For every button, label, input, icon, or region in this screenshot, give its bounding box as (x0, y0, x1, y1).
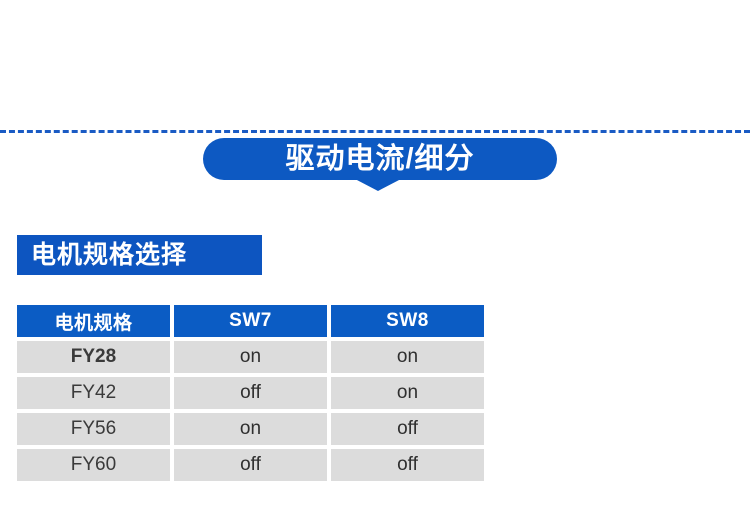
subheading-banner: 电机规格选择 (17, 235, 262, 275)
column-header-sw8: SW8 (331, 305, 484, 337)
motor-spec-table: 电机规格 SW7 SW8 FY28 on on FY42 off on FY56… (13, 301, 488, 485)
table-row: FY42 off on (17, 377, 484, 409)
section-badge-pill: 驱动电流/细分 (203, 138, 557, 180)
table-row: FY60 off off (17, 449, 484, 481)
cell-sw8: on (331, 341, 484, 373)
cell-sw8: off (331, 449, 484, 481)
cell-sw7: on (174, 341, 327, 373)
table-header-row: 电机规格 SW7 SW8 (17, 305, 484, 337)
table-body: FY28 on on FY42 off on FY56 on off FY60 … (17, 341, 484, 481)
cell-sw7: off (174, 449, 327, 481)
cell-sw8: on (331, 377, 484, 409)
triangle-down-icon (355, 179, 401, 191)
cell-model: FY42 (17, 377, 170, 409)
subheading-title: 电机规格选择 (31, 240, 188, 269)
cell-model: FY28 (17, 341, 170, 373)
cell-model: FY60 (17, 449, 170, 481)
cell-sw8: off (331, 413, 484, 445)
column-header-sw7: SW7 (174, 305, 327, 337)
section-badge: 驱动电流/细分 (203, 138, 557, 191)
cell-model: FY56 (17, 413, 170, 445)
cell-sw7: on (174, 413, 327, 445)
table-row: FY28 on on (17, 341, 484, 373)
dashed-separator (0, 130, 750, 133)
column-header-model: 电机规格 (17, 305, 170, 337)
cell-sw7: off (174, 377, 327, 409)
section-badge-title: 驱动电流/细分 (285, 142, 475, 175)
table-row: FY56 on off (17, 413, 484, 445)
table-head: 电机规格 SW7 SW8 (17, 305, 484, 337)
